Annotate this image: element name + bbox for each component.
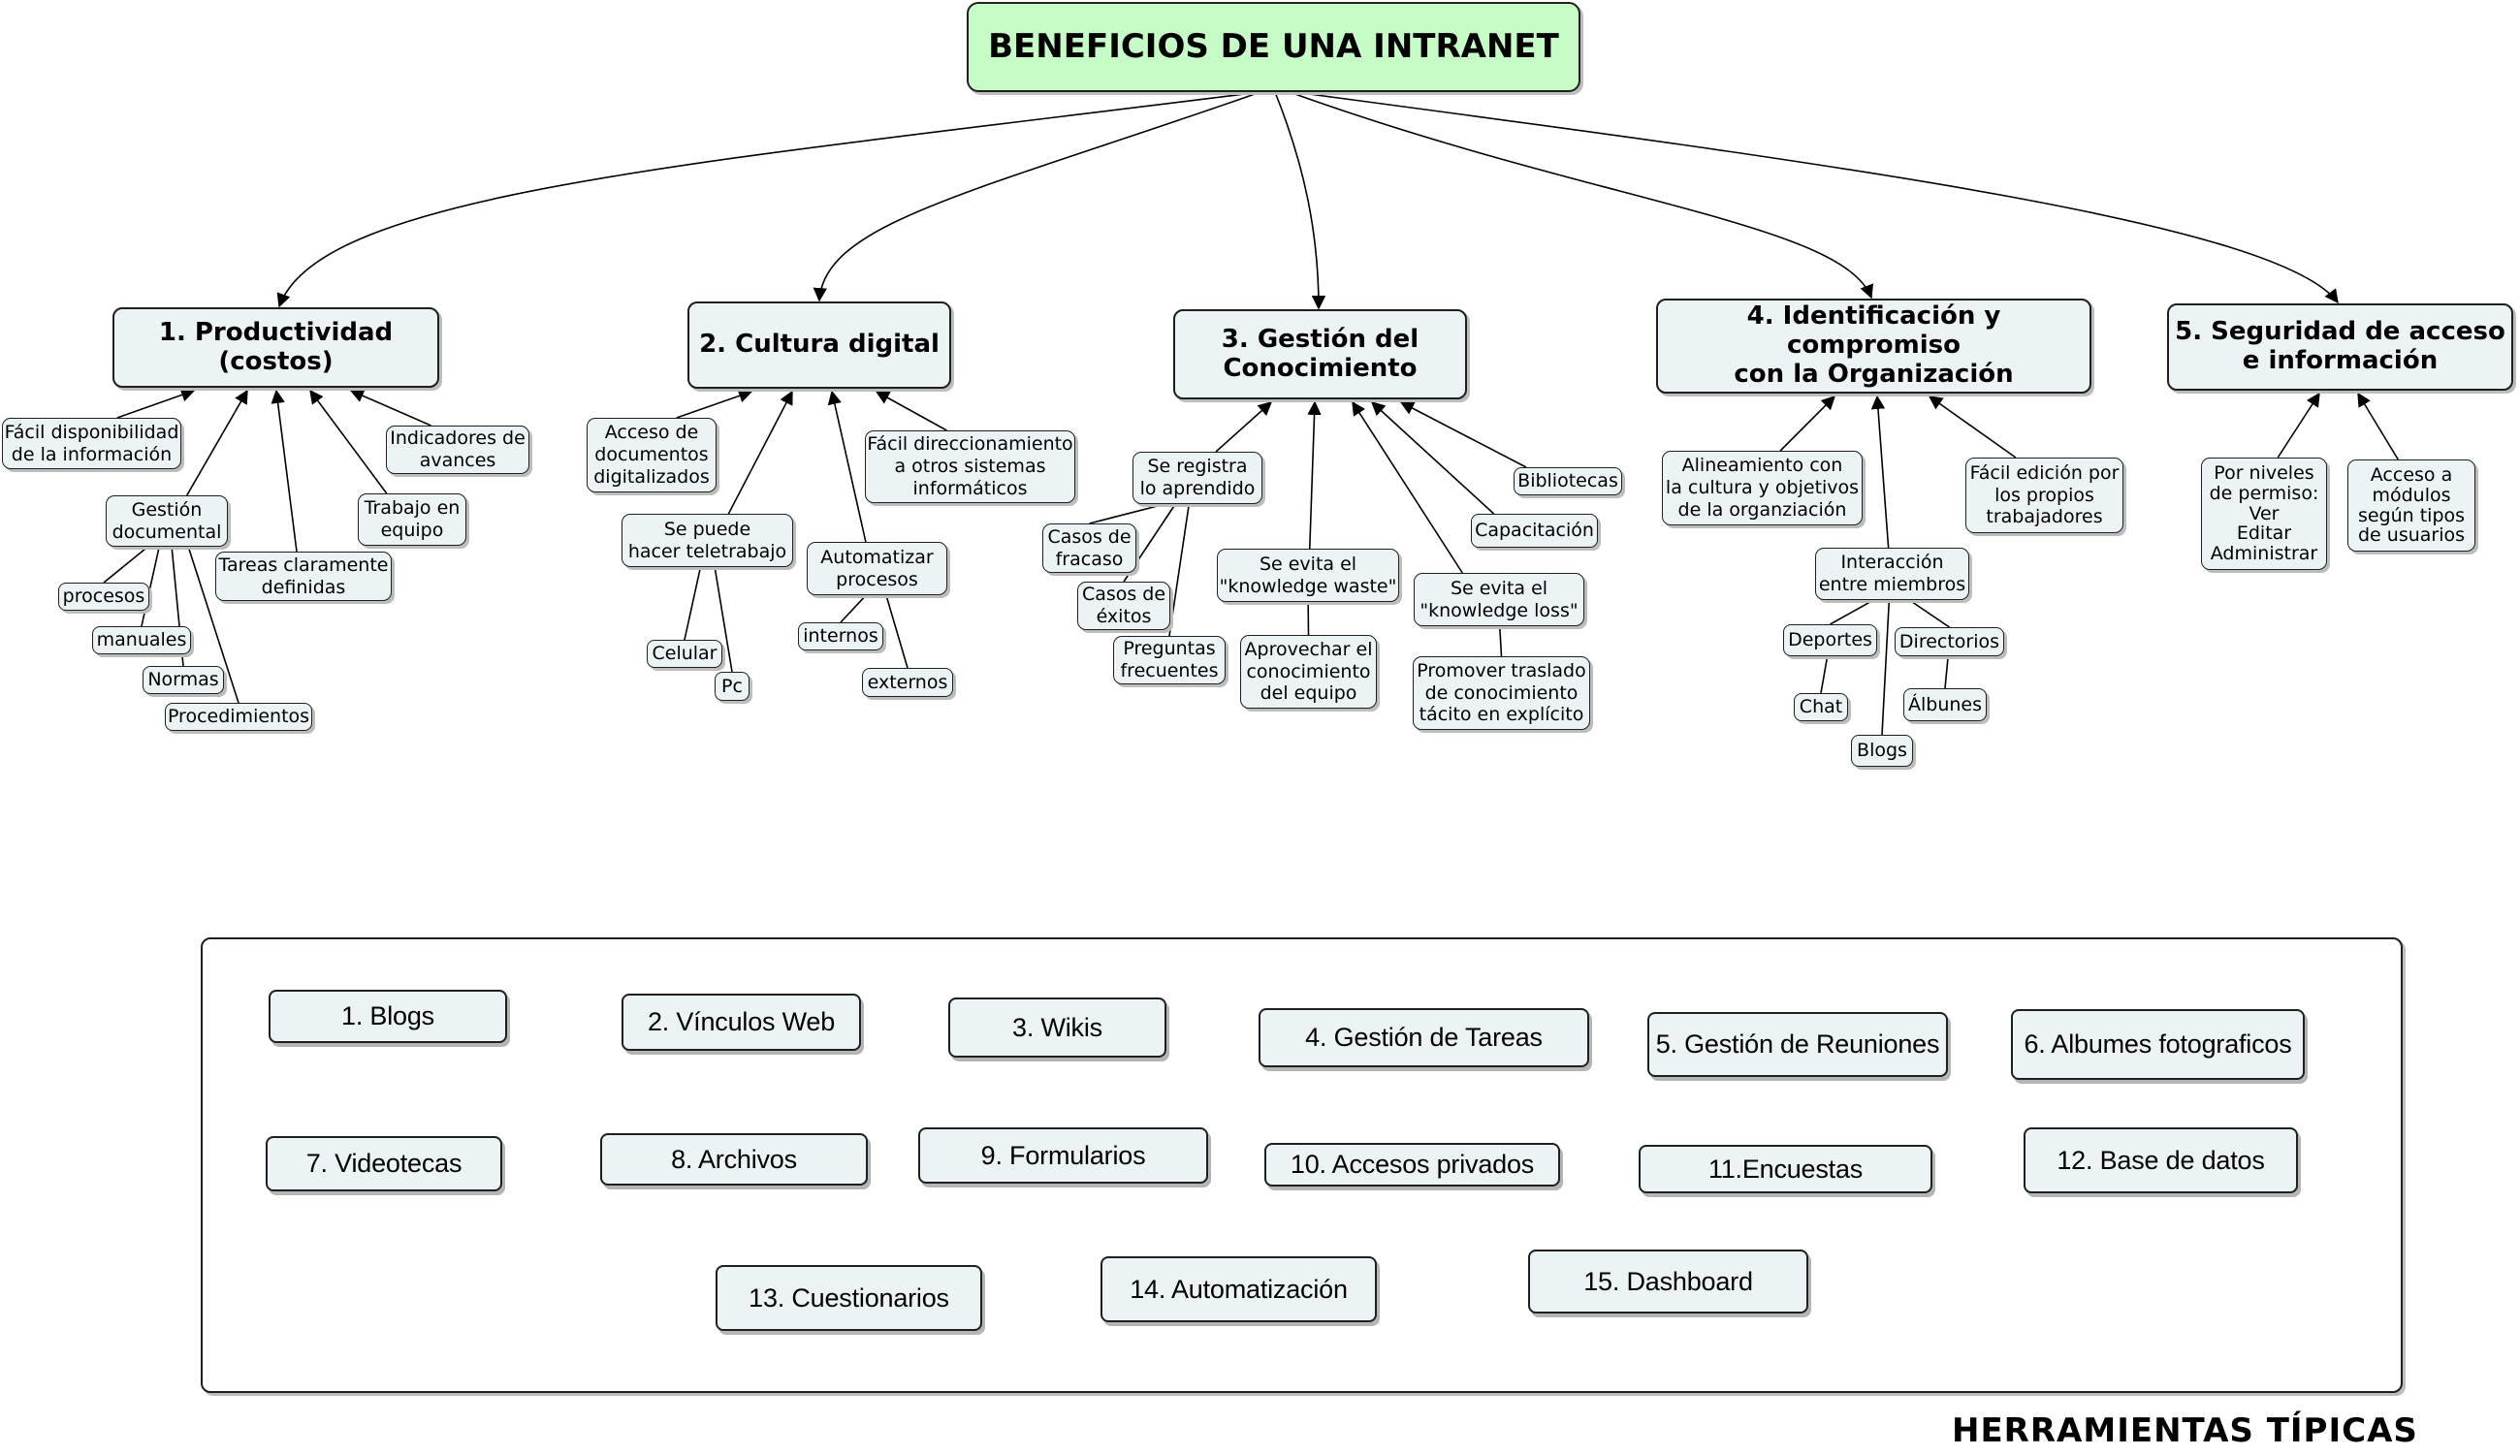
edge-c0-1-to-c0 [186, 389, 248, 496]
node-casos-de-fracaso[interactable]: Casos de fracaso [1042, 523, 1136, 573]
edge-c2-3-to-c2 [1370, 401, 1495, 515]
edge-c0-1-to-c0-1-0 [103, 546, 149, 584]
category-seguridad-acceso[interactable]: 5. Seguridad de acceso e información [2167, 303, 2513, 391]
node-interaccion-miembros[interactable]: Interacción entre miembros [1815, 548, 1969, 600]
node-acceso-modulos[interactable]: Acceso a módulos según tipos de usuarios [2347, 459, 2475, 552]
node-promover-traslado[interactable]: Promover traslado de conocimiento tácito… [1413, 656, 1590, 730]
edge-c3-0-to-c3 [1779, 395, 1836, 452]
edge-c2-0-to-c2-0-2 [1168, 503, 1191, 637]
edge-c3-1-to-c3-1-2 [1908, 599, 1950, 628]
edge-c2-1-to-c2 [1307, 400, 1322, 550]
category-identificacion-compromiso[interactable]: 4. Identificación y compromiso con la Or… [1656, 299, 2091, 394]
node-facil-edicion[interactable]: Fácil edición por los propios trabajador… [1965, 458, 2123, 533]
node-directorios[interactable]: Directorios [1895, 627, 2004, 656]
node-casos-de-exitos[interactable]: Casos de éxitos [1077, 582, 1170, 630]
node-albunes[interactable]: Álbunes [1903, 688, 1987, 721]
edge-root-to-category-5 [1293, 91, 2339, 304]
node-preguntas-frecuentes[interactable]: Preguntas frecuentes [1113, 636, 1226, 684]
edge-c2-4-to-c2 [1399, 401, 1527, 468]
edge-c3-2-to-c3 [1928, 396, 2017, 459]
edge-c1-1-to-c1-1-0 [684, 566, 702, 641]
edge-c2-2-to-c2-2-0 [1498, 625, 1503, 657]
node-knowledge-waste[interactable]: Se evita el "knowledge waste" [1217, 549, 1399, 602]
edge-c3-1-2-to-c3-1-2-0 [1944, 655, 1949, 689]
node-pc[interactable]: Pc [715, 672, 750, 701]
edge-c3-1-to-c3-1-1 [1881, 599, 1891, 736]
edge-c1-2-to-c1-2-0 [840, 594, 867, 623]
node-automatizar-procesos[interactable]: Automatizar procesos [807, 542, 947, 595]
tool-blogs[interactable]: 1. Blogs [269, 990, 507, 1043]
node-capacitacion[interactable]: Capacitación [1471, 514, 1598, 548]
edge-c0-3-to-c0 [309, 389, 388, 494]
tool-automatizacion[interactable]: 14. Automatización [1101, 1256, 1377, 1322]
node-celular[interactable]: Celular [647, 640, 722, 668]
tool-accesos-privados[interactable]: 10. Accesos privados [1264, 1143, 1560, 1187]
edge-c3-1-to-c3-1-0 [1830, 599, 1874, 625]
node-bibliotecas[interactable]: Bibliotecas [1514, 467, 1622, 495]
edge-root-to-category-2 [813, 91, 1261, 302]
edge-root-to-category-1 [276, 91, 1261, 308]
node-tareas-claramente-definidas[interactable]: Tareas claramente definidas [215, 552, 392, 601]
edge-c1-1-to-c1 [727, 390, 793, 515]
node-deportes[interactable]: Deportes [1783, 624, 1877, 656]
node-chat[interactable]: Chat [1794, 693, 1848, 721]
node-procesos[interactable]: procesos [58, 583, 149, 611]
tool-cuestionarios[interactable]: 13. Cuestionarios [716, 1265, 982, 1331]
edge-c0-1-to-c0-1-3 [187, 546, 239, 704]
node-teletrabajo[interactable]: Se puede hacer teletrabajo [622, 514, 793, 567]
edge-c0-2-to-c0 [271, 389, 298, 553]
node-alineamiento-cultura[interactable]: Alineamiento con la cultura y objetivos … [1662, 451, 1863, 525]
tool-vinculos-web[interactable]: 2. Vínculos Web [622, 994, 861, 1051]
category-cultura-digital[interactable]: 2. Cultura digital [687, 301, 951, 389]
tool-albumes-fotograficos[interactable]: 6. Albumes fotograficos [2011, 1009, 2305, 1080]
node-gestion-documental[interactable]: Gestión documental [106, 495, 228, 547]
node-internos[interactable]: internos [798, 622, 883, 650]
edge-root-to-category-3 [1274, 91, 1326, 310]
node-facil-direccionamiento[interactable]: Fácil direccionamiento a otros sistemas … [865, 430, 1075, 503]
node-aprovechar-conocimiento[interactable]: Aprovechar el conocimiento del equipo [1240, 635, 1377, 709]
tool-encuestas[interactable]: 11.Encuestas [1639, 1145, 1932, 1193]
edge-c1-3-to-c1 [875, 391, 947, 431]
category-gestion-conocimiento[interactable]: 3. Gestión del Conocimiento [1173, 309, 1467, 399]
edge-c0-1-to-c0-1-1 [141, 546, 160, 627]
edge-c3-1-to-c3 [1870, 395, 1890, 549]
node-se-registra-lo-aprendido[interactable]: Se registra lo aprendido [1132, 452, 1262, 504]
tool-formularios[interactable]: 9. Formularios [918, 1127, 1208, 1184]
category-productividad[interactable]: 1. Productividad (costos) [112, 307, 439, 388]
edge-c0-4-to-c0 [349, 389, 431, 427]
edge-c1-0-to-c1 [676, 389, 753, 419]
edge-c4-0-to-c4 [2277, 392, 2320, 459]
edge-c1-1-to-c1-1-1 [714, 566, 733, 673]
edge-c2-0-to-c2 [1215, 401, 1273, 453]
tool-archivos[interactable]: 8. Archivos [600, 1133, 868, 1186]
tool-wikis[interactable]: 3. Wikis [948, 997, 1166, 1058]
edge-c2-0-to-c2-0-0 [1089, 503, 1165, 524]
edge-c3-1-0-to-c3-1-0-0 [1820, 655, 1829, 694]
node-normas[interactable]: Normas [143, 666, 224, 694]
node-indicadores-de-avances[interactable]: Indicadores de avances [386, 426, 529, 474]
tool-gestion-reuniones[interactable]: 5. Gestión de Reuniones [1647, 1012, 1948, 1077]
node-facil-disponibilidad[interactable]: Fácil disponibilidad de la información [2, 418, 181, 469]
node-trabajo-en-equipo[interactable]: Trabajo en equipo [358, 493, 466, 546]
root-concept-node[interactable]: BENEFICIOS DE UNA INTRANET [967, 2, 1580, 92]
tool-gestion-tareas[interactable]: 4. Gestión de Tareas [1259, 1008, 1589, 1067]
edge-c2-2-to-c2 [1352, 400, 1463, 574]
node-blogs[interactable]: Blogs [1851, 735, 1913, 767]
edge-c4-1-to-c4 [2357, 392, 2399, 460]
edge-c1-2-to-c1-2-1 [885, 594, 909, 669]
edge-root-to-category-4 [1289, 91, 1873, 300]
tools-caption: HERRAMIENTAS TÍPICAS [1952, 1411, 2418, 1450]
node-acceso-documentos-digitalizados[interactable]: Acceso de documentos digitalizados [587, 418, 717, 492]
node-procedimientos[interactable]: Procedimientos [165, 703, 312, 731]
tool-videotecas[interactable]: 7. Videotecas [266, 1136, 502, 1191]
node-knowledge-loss[interactable]: Se evita el "knowledge loss" [1414, 573, 1584, 626]
tool-dashboard[interactable]: 15. Dashboard [1528, 1250, 1808, 1314]
node-manuales[interactable]: manuales [92, 626, 191, 654]
node-niveles-de-permiso[interactable]: Por niveles de permiso: Ver Editar Admin… [2201, 458, 2327, 570]
edge-c0-0-to-c0 [116, 388, 196, 419]
edge-c1-2-to-c1 [827, 390, 867, 543]
tool-base-de-datos[interactable]: 12. Base de datos [2024, 1127, 2298, 1193]
node-externos[interactable]: externos [862, 668, 953, 697]
